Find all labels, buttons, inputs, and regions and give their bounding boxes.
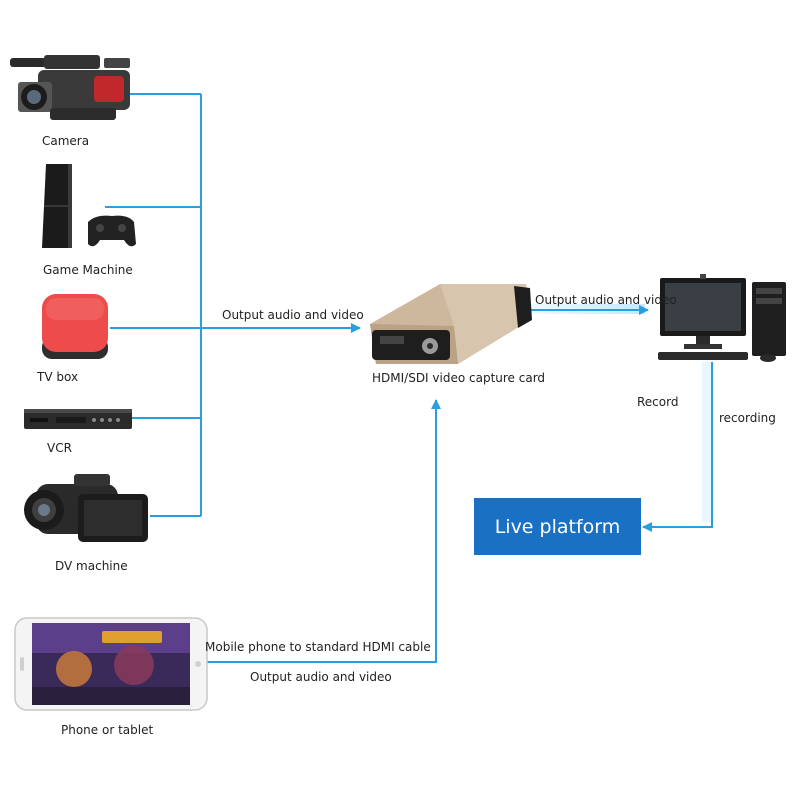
game-label: Game Machine	[43, 263, 133, 277]
camera-label: Camera	[42, 134, 90, 148]
camera-icon	[10, 55, 130, 120]
live-platform-box: Live platform	[474, 498, 641, 555]
left-output-label: Output audio and video	[222, 308, 364, 322]
dv-label: DV machine	[55, 559, 128, 573]
tvbox-label: TV box	[37, 370, 79, 384]
recording-label: recording	[719, 411, 776, 425]
phone-output-label: Output audio and video	[250, 670, 392, 684]
right-output-label: Output audio and video	[535, 293, 677, 307]
tv-box-icon	[42, 294, 108, 359]
capture-card-label: HDMI/SDI video capture card	[372, 371, 546, 385]
vcr-label: VCR	[47, 441, 72, 455]
phone-cable-label: Mobile phone to standard HDMI cable	[205, 640, 431, 654]
capture-card-icon	[370, 284, 532, 364]
game-console-icon	[42, 164, 136, 248]
phone-to-card-arrow	[205, 399, 441, 663]
live-platform-label: Live platform	[494, 515, 621, 538]
computer-icon	[658, 274, 786, 362]
camcorder-icon	[24, 474, 148, 542]
vcr-icon	[24, 409, 132, 429]
pc-to-live-arrow	[642, 362, 713, 532]
record-label: Record	[637, 395, 679, 409]
phone-label: Phone or tablet	[61, 723, 154, 737]
phone-icon	[14, 617, 208, 711]
